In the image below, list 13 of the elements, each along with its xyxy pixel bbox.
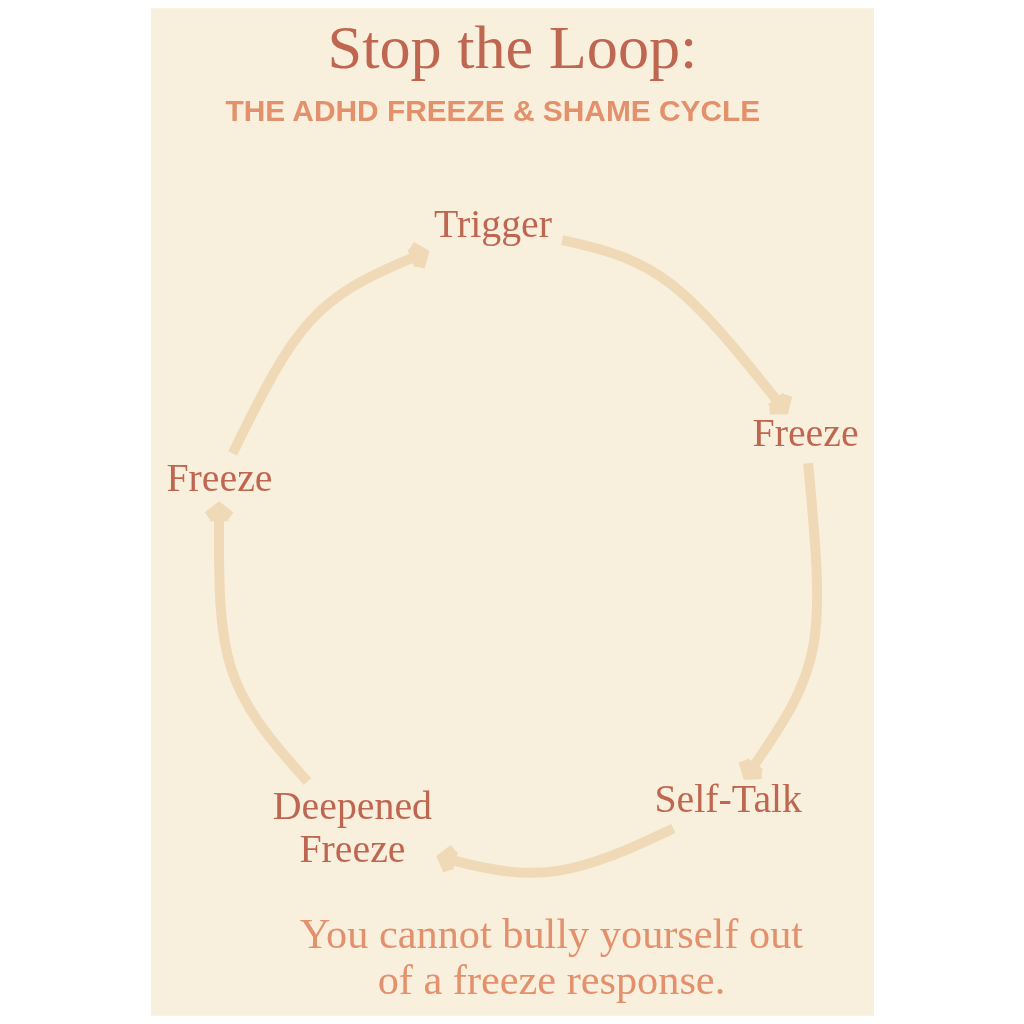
label: THE ADHD FREEZE & SHAME CYCLE: [224, 93, 760, 127]
diagram-title: Stop the Loop:: [327, 13, 697, 82]
node-text: Self-Talk: [653, 776, 802, 821]
arrow: [737, 462, 822, 780]
node-text: Freeze: [752, 411, 859, 456]
arrow: [560, 235, 792, 415]
arrow: [227, 241, 429, 456]
node-text: Trigger: [433, 201, 552, 246]
arrow: [202, 502, 311, 785]
arrow: [436, 823, 675, 878]
caption: You cannot bully yourself out of a freeze response.: [299, 909, 803, 1003]
node-text: Deepened Freeze: [272, 783, 432, 872]
node-text: Freeze: [165, 455, 272, 500]
